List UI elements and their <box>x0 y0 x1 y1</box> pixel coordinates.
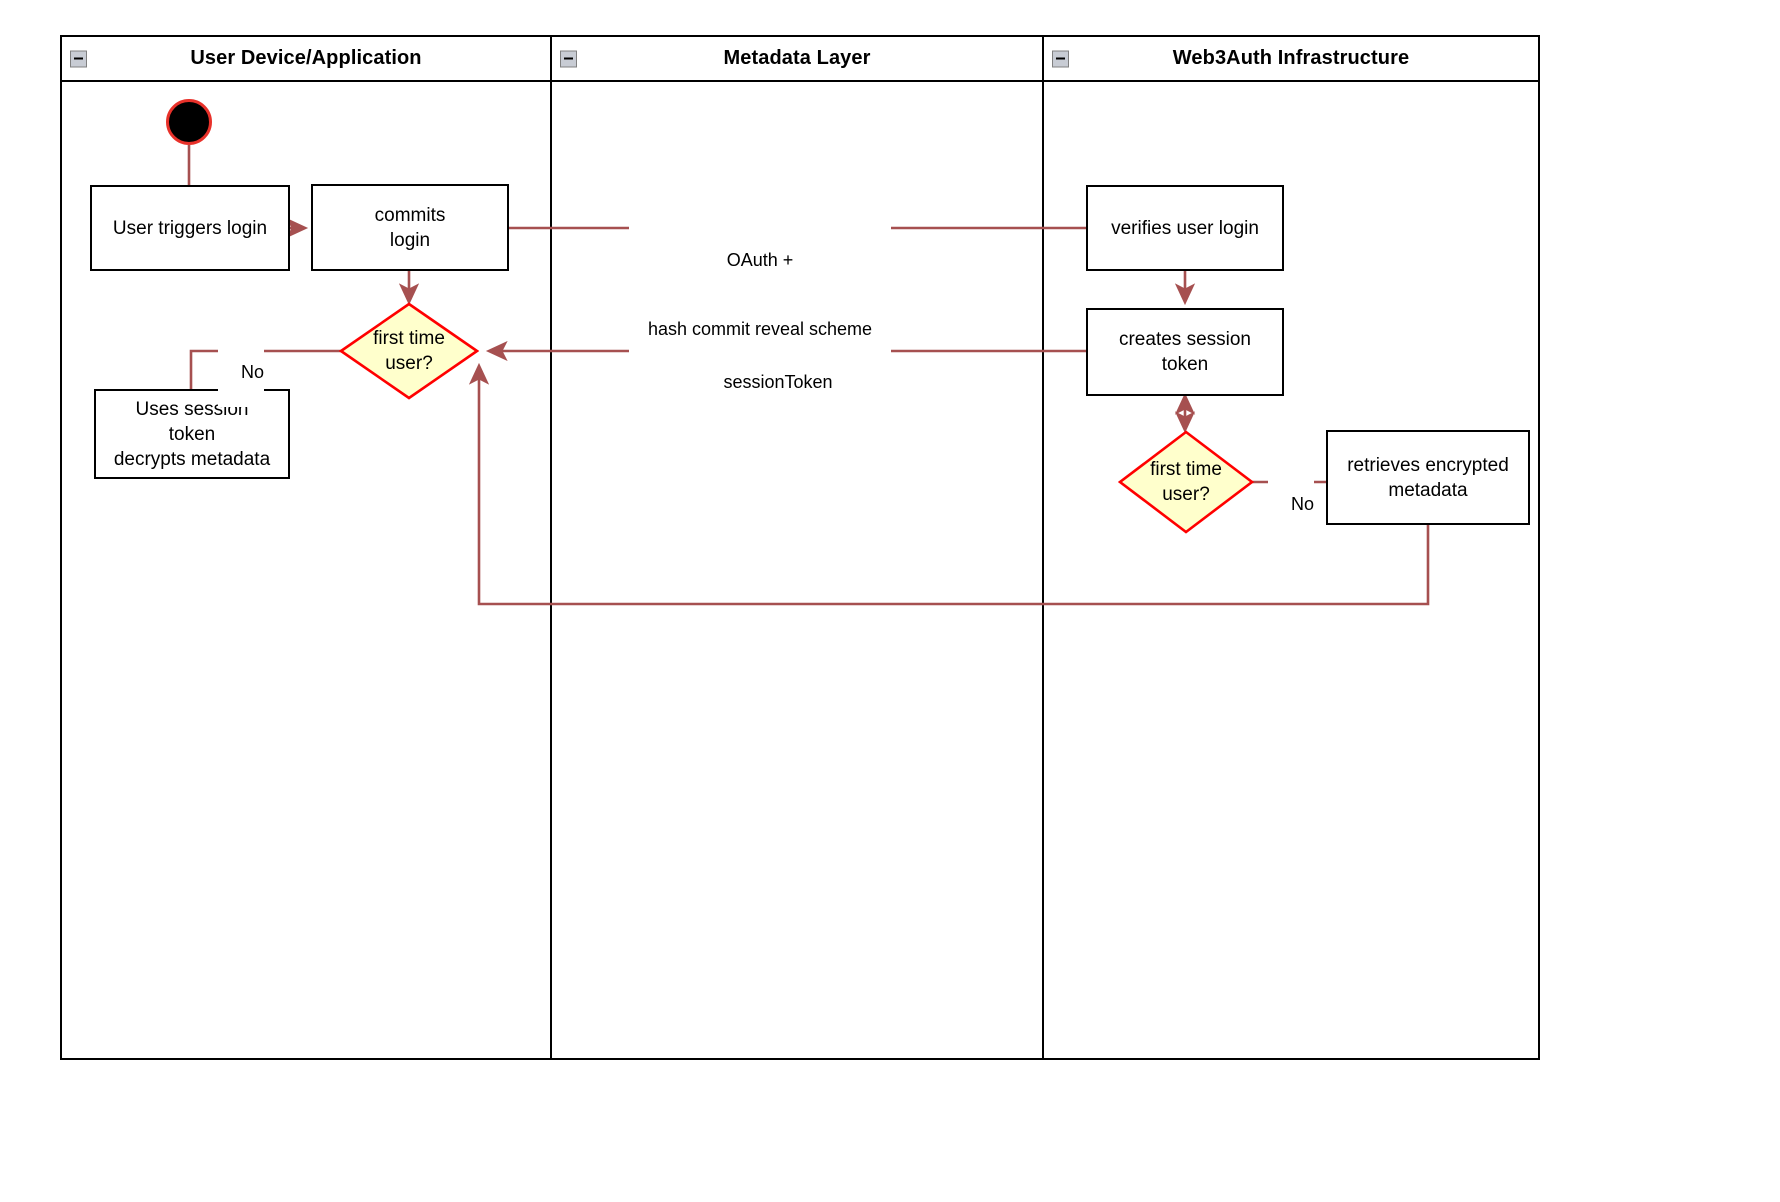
decision-first-time-user-left[interactable]: first time user? <box>339 302 479 400</box>
edge-label-no-right: No <box>1268 470 1314 539</box>
action-verifies-user-login-label: verifies user login <box>1111 217 1259 239</box>
swimlane-title-user-device: User Device/Application <box>190 47 422 69</box>
action-creates-session-token-line2: token <box>1161 354 1209 375</box>
edge-label-no-right-text: No <box>1291 494 1315 514</box>
swimlane-header-metadata-layer[interactable]: Metadata Layer <box>550 35 1044 82</box>
edge-label-session-token-text: sessionToken <box>723 372 833 392</box>
action-commits-login-label-line1: commits <box>374 204 446 226</box>
decision-first-time-user-right[interactable]: first time user? <box>1118 430 1254 534</box>
swimlane-title-web3auth: Web3Auth Infrastructure <box>1172 47 1410 69</box>
collapse-minus-icon-metadata-layer[interactable] <box>560 50 577 67</box>
edge-retrieves-encrypted-metadata-return <box>468 362 1430 606</box>
action-verifies-user-login[interactable]: verifies user login <box>1086 185 1284 271</box>
swimlane-title-metadata-layer: Metadata Layer <box>723 47 871 69</box>
action-commits-login-label-line2: login <box>389 229 431 251</box>
action-creates-session-token[interactable]: creates session token <box>1086 308 1284 396</box>
initial-node[interactable] <box>166 99 212 145</box>
edge-label-oauth-line2: hash commit reveal scheme <box>647 319 873 339</box>
edge-label-no-left: No <box>218 338 264 407</box>
edge-label-no-left-text: No <box>241 362 265 382</box>
action-uses-session-token-line3: decrypts metadata <box>113 448 271 470</box>
action-user-triggers-login[interactable]: User triggers login <box>90 185 290 271</box>
edge-first-time-user-left-no <box>189 349 341 389</box>
action-retrieves-encrypted-metadata-line1: retrieves encrypted <box>1347 454 1509 476</box>
swimlane-header-user-device[interactable]: User Device/Application <box>60 35 552 82</box>
action-uses-session-token-line2: token <box>168 423 216 445</box>
collapse-minus-icon-user-device[interactable] <box>70 50 87 67</box>
action-creates-session-token-line1: creates session <box>1118 329 1251 350</box>
action-retrieves-encrypted-metadata[interactable]: retrieves encrypted metadata <box>1326 430 1530 525</box>
action-user-triggers-login-label: User triggers login <box>112 217 268 239</box>
edge-label-session-token: sessionToken <box>700 348 836 417</box>
action-retrieves-encrypted-metadata-line2: metadata <box>1388 479 1468 501</box>
action-commits-login[interactable]: commits login <box>311 184 509 271</box>
collapse-minus-icon-web3auth[interactable] <box>1052 50 1069 67</box>
edge-label-oauth-line1: OAuth + <box>726 250 794 270</box>
swimlane-header-web3auth[interactable]: Web3Auth Infrastructure <box>1042 35 1540 82</box>
